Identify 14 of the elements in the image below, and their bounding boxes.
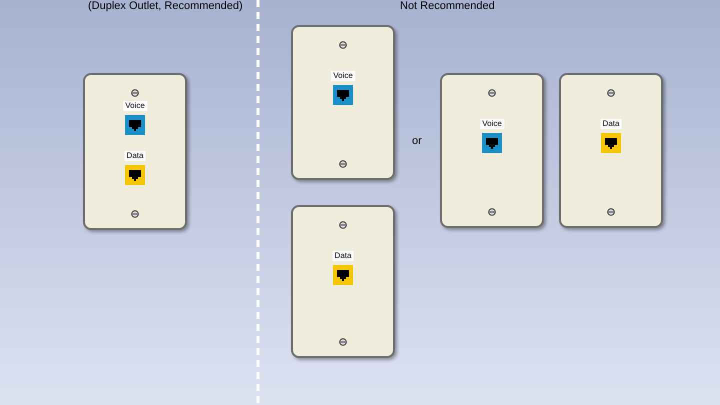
jack-label: Data (124, 151, 146, 161)
wall-plate (291, 25, 395, 180)
jack-label: Data (600, 119, 622, 129)
jack-label: Voice (480, 119, 504, 129)
section-heading: Not Recommended (400, 0, 495, 12)
wall-plate (291, 205, 395, 358)
jack-label: Data (332, 251, 354, 261)
wall-plate (440, 73, 544, 228)
wall-plate (559, 73, 663, 228)
or-text: or (412, 135, 422, 147)
wall-plate (83, 73, 187, 230)
jack-label: Voice (123, 101, 147, 111)
jack-label: Voice (331, 71, 355, 81)
section-heading: (Duplex Outlet, Recommended) (88, 0, 243, 12)
